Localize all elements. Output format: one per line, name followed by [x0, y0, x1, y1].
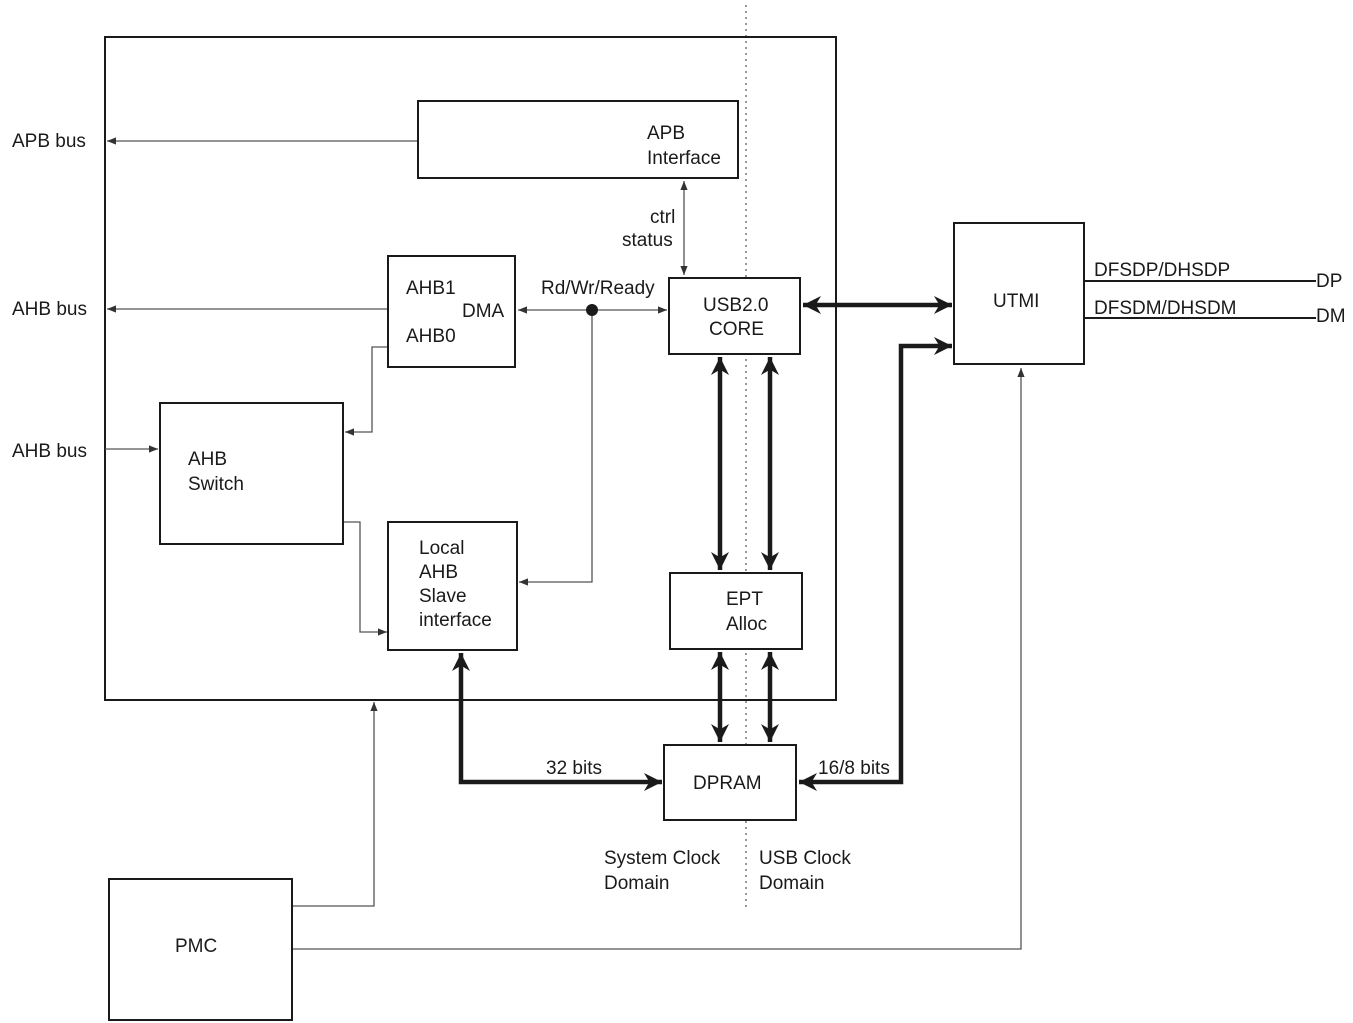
rd-wr-ready-to-local-ahb — [519, 310, 593, 586]
ahb-switch-label-line1: AHB — [188, 449, 227, 470]
pmc-to-utmi-connection — [292, 368, 1025, 950]
ept-alloc-block: EPT Alloc — [669, 572, 803, 650]
dma-block: AHB1 DMA AHB0 — [387, 255, 516, 368]
usb-core-block: USB2.0 CORE — [668, 277, 801, 355]
ahb-switch-block: AHB Switch — [159, 402, 344, 545]
apb-bus-label: APB bus — [12, 131, 86, 152]
pmc-to-controller-connection — [292, 702, 378, 907]
dpram-utmi-bus — [799, 337, 952, 791]
dpram-label: DPRAM — [693, 773, 762, 794]
dm-label: DM — [1316, 306, 1346, 327]
local-ahb-label-line2: AHB — [419, 562, 458, 583]
usb-clock-domain-label-line1: USB Clock — [759, 848, 851, 869]
pmc-block: PMC — [108, 878, 293, 1021]
pmc-label: PMC — [175, 936, 217, 957]
local-ahb-label-line4: interface — [419, 610, 492, 631]
ctrl-label: ctrl — [650, 207, 675, 228]
apb-interface-block: APB Interface — [417, 100, 739, 179]
dma-ahb0-label: AHB0 — [406, 326, 456, 347]
junction-dot — [586, 304, 598, 316]
system-clock-domain-label-line1: System Clock — [604, 848, 721, 869]
usb-clock-domain-label-line2: Domain — [759, 873, 824, 894]
usb-core-label-line1: USB2.0 — [703, 295, 768, 316]
utmi-label: UTMI — [993, 291, 1039, 312]
bits-32-label: 32 bits — [546, 758, 602, 779]
local-ahb-dpram-bus — [452, 653, 662, 791]
status-label: status — [622, 230, 673, 251]
usb-core-label-line2: CORE — [709, 319, 764, 340]
switch-to-local-ahb-connection — [343, 521, 387, 636]
apb-interface-label-line2: Interface — [647, 148, 721, 169]
apb-interface-label-line1: APB — [647, 123, 685, 144]
local-ahb-slave-block: Local AHB Slave interface — [387, 521, 518, 651]
dma-ahb1-label: AHB1 — [406, 278, 456, 299]
dfsdp-label: DFSDP/DHSDP — [1094, 260, 1230, 281]
dpram-block: DPRAM — [663, 744, 797, 821]
dp-label: DP — [1316, 271, 1342, 292]
bits-16-8-label: 16/8 bits — [818, 758, 890, 779]
utmi-block: UTMI — [953, 222, 1085, 365]
system-clock-domain-label-line2: Domain — [604, 873, 669, 894]
ahb-bus-label-top: AHB bus — [12, 299, 87, 320]
ahb-bus-label-bottom: AHB bus — [12, 441, 87, 462]
ahb0-to-switch-connection — [345, 346, 388, 436]
rd-wr-ready-label: Rd/Wr/Ready — [541, 278, 655, 299]
dfsdm-label: DFSDM/DHSDM — [1094, 298, 1237, 319]
ept-alloc-label-line1: EPT — [726, 589, 763, 610]
ahb-switch-label-line2: Switch — [188, 474, 244, 495]
local-ahb-label-line1: Local — [419, 538, 464, 559]
dma-label: DMA — [462, 301, 505, 322]
ept-alloc-label-line2: Alloc — [726, 614, 767, 635]
local-ahb-label-line3: Slave — [419, 586, 467, 607]
